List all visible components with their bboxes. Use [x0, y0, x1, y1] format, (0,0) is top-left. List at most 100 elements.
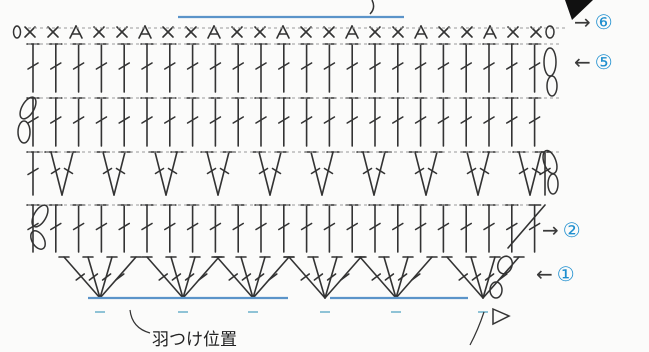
dc-post — [288, 256, 326, 299]
dc-bar — [164, 222, 176, 231]
chain-stitch — [543, 47, 557, 77]
dc-bar — [505, 116, 518, 124]
dc-bar — [171, 273, 182, 281]
dc-bar — [228, 273, 238, 281]
dc-bar — [254, 273, 265, 281]
dc-bar — [460, 222, 473, 231]
row-label-5: ← ⑤ — [574, 52, 613, 72]
dc-post — [529, 151, 542, 196]
left-arrow-icon: ← — [536, 262, 553, 286]
dc-post — [425, 151, 438, 196]
dc-post — [146, 256, 184, 299]
dc-bar — [95, 222, 108, 231]
dc-bar — [255, 116, 267, 124]
sc-stitch — [185, 26, 197, 38]
dc-post — [269, 151, 282, 196]
dc-post — [507, 204, 546, 249]
dc-post — [50, 151, 63, 196]
dc-bar — [483, 222, 495, 231]
dc-bar — [414, 167, 425, 175]
dc-post — [373, 151, 386, 196]
dc-bar — [375, 167, 386, 175]
dc-bar — [49, 62, 62, 70]
dc-bar — [460, 62, 473, 70]
dc-bar — [75, 273, 85, 281]
dc-bar — [369, 116, 381, 124]
dc-bar — [484, 273, 495, 281]
row-label-2: → ② — [542, 220, 581, 240]
row-number: ① — [556, 262, 575, 286]
sc-stitch — [392, 26, 404, 38]
dc-bar — [300, 273, 311, 281]
chain-stitch — [17, 120, 31, 144]
dc-bar — [313, 273, 324, 281]
dc-post — [206, 151, 219, 196]
sc-stitch — [369, 26, 381, 38]
dc-bar — [72, 62, 85, 70]
row-label-6: → ⑥ — [574, 12, 613, 32]
dc-post — [362, 151, 375, 196]
dec-stitch — [483, 25, 491, 39]
dc-bar — [209, 222, 222, 231]
dc-post — [102, 151, 115, 196]
dc-post — [477, 151, 490, 196]
chain-stitch — [546, 75, 558, 97]
dc-bar — [277, 62, 290, 70]
dc-bar — [437, 116, 450, 124]
dc-bar — [437, 222, 450, 231]
sc-stitch — [507, 26, 519, 38]
dc-bar — [410, 273, 421, 281]
dc-bar — [483, 116, 495, 124]
dc-bar — [258, 167, 269, 175]
row-number: ⑥ — [594, 10, 613, 34]
dc-bar — [505, 62, 518, 70]
sc-stitch — [438, 26, 450, 38]
dc-bar — [528, 116, 541, 124]
dc-bar — [531, 167, 542, 175]
dc-bar — [479, 167, 490, 175]
dc-bar — [326, 273, 337, 281]
dc-post — [258, 151, 271, 196]
dc-bar — [471, 273, 482, 281]
dc-bar — [164, 62, 176, 70]
dc-bar — [102, 167, 113, 175]
dc-bar — [505, 222, 518, 231]
dc-post — [466, 151, 479, 196]
dc-post — [61, 151, 74, 196]
dc-bar — [458, 273, 469, 281]
feather-attach-position-label: 羽つけ位置 — [152, 330, 237, 350]
dc-bar — [414, 62, 427, 70]
dc-bar — [232, 222, 244, 231]
dc-bar — [184, 273, 195, 281]
dc-post — [113, 151, 126, 196]
dc-bar — [528, 222, 541, 231]
dec-stitch — [420, 25, 428, 39]
dc-post — [154, 151, 167, 196]
dc-bar — [141, 62, 153, 70]
dc-bar — [158, 273, 168, 281]
dc-bar — [27, 62, 39, 70]
dc-bar — [323, 222, 336, 231]
row-label-1: ← ① — [536, 264, 575, 284]
sc-stitch — [93, 26, 105, 38]
chain-stitch — [30, 230, 46, 250]
dc-bar — [369, 62, 381, 70]
dc-bar — [118, 222, 130, 231]
row-number: ② — [562, 218, 581, 242]
dc-bar — [63, 167, 74, 175]
dc-bar — [232, 62, 244, 70]
dc-bar — [300, 222, 313, 231]
dec-stitch — [345, 25, 353, 39]
dc-bar — [414, 222, 427, 231]
dc-bar — [271, 167, 282, 175]
dec-stitch — [144, 25, 152, 39]
right-arrow-icon: → — [574, 10, 591, 34]
dc-bar — [115, 273, 125, 281]
sc-stitch — [162, 26, 174, 38]
dc-bar — [141, 116, 153, 124]
dc-post — [414, 151, 427, 196]
dc-bar — [323, 167, 334, 175]
dc-post — [217, 151, 230, 196]
dc-post — [446, 256, 484, 299]
